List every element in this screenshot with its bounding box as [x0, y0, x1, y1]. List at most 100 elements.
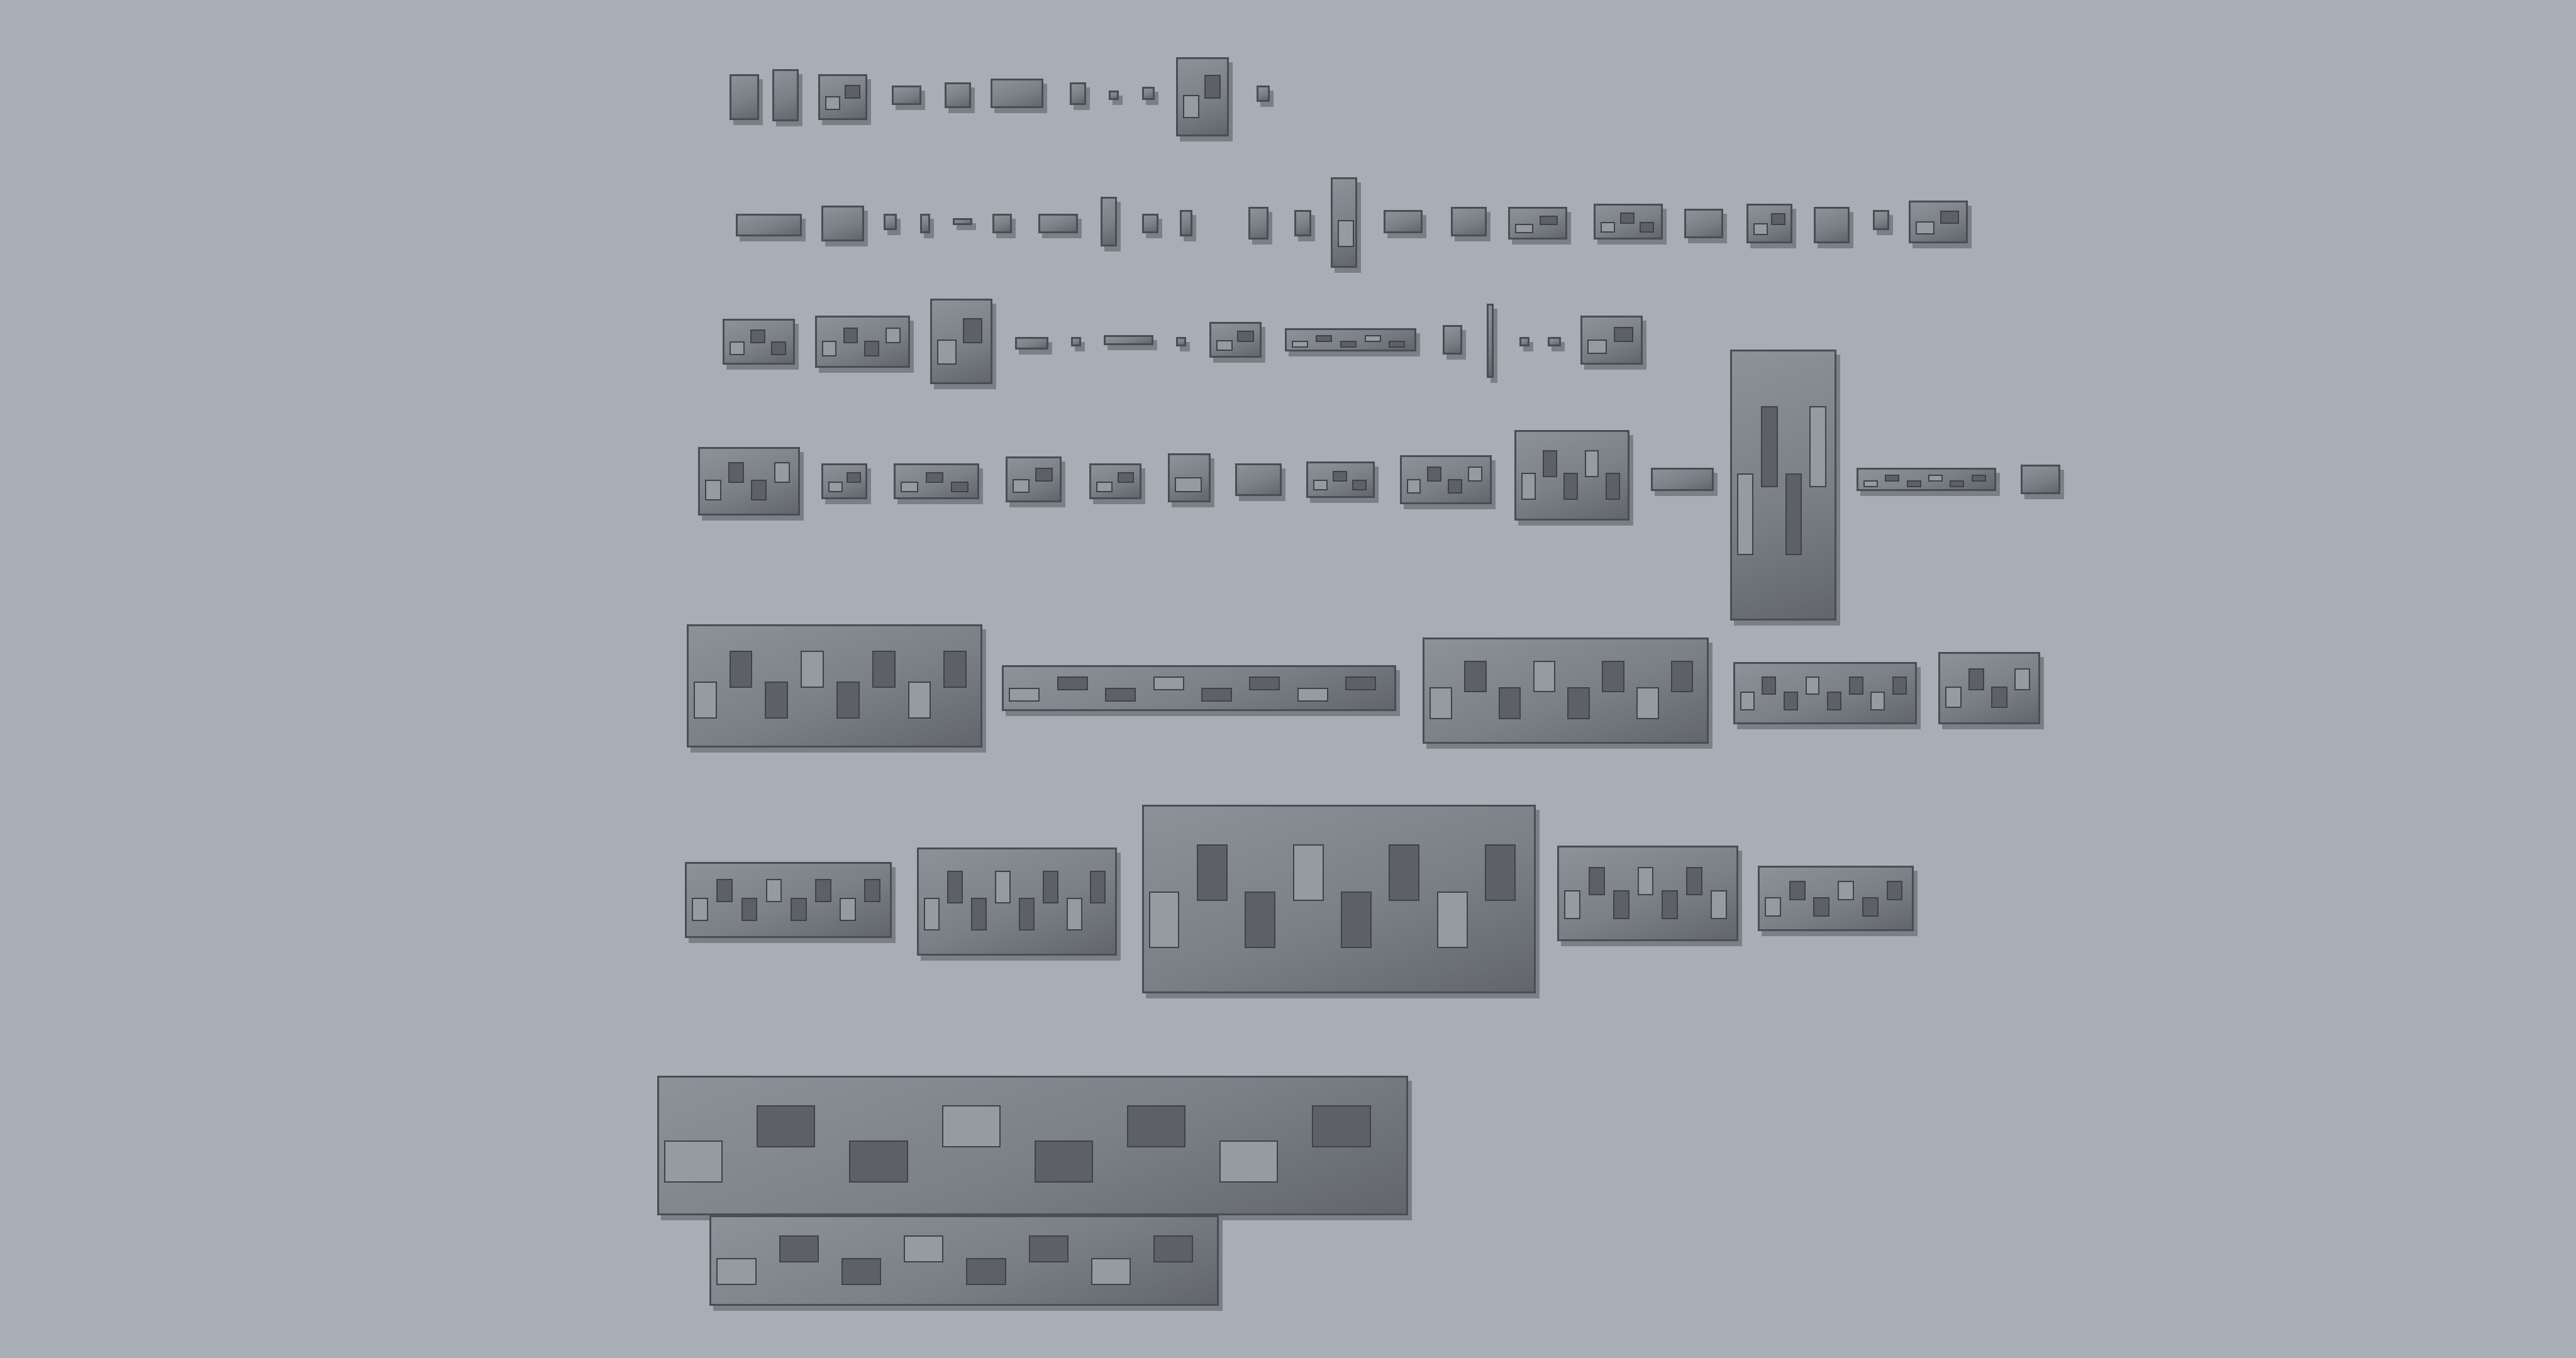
part-panel-detail	[1201, 687, 1232, 702]
part-panel-detail	[936, 339, 957, 365]
part-panel-detail	[1542, 450, 1557, 478]
part-panel-detail	[1175, 477, 1202, 492]
part-panel-detail	[1640, 221, 1655, 233]
part-panel-detail	[1950, 480, 1965, 487]
part-panel-detail	[693, 681, 717, 719]
part-panel-detail	[1906, 480, 1921, 487]
part-panel-detail	[716, 879, 733, 902]
part-panel-detail	[1686, 866, 1702, 896]
part-panel-detail	[947, 871, 963, 904]
kitbash-part	[1684, 208, 1724, 238]
kitbash-part	[1038, 213, 1078, 233]
kitbash-part	[818, 74, 868, 120]
part-panel-detail	[904, 1235, 944, 1262]
kitbash-part	[894, 463, 979, 500]
part-panel-detail	[864, 341, 880, 357]
kitbash-part	[1168, 453, 1211, 503]
part-panel-detail	[1740, 692, 1755, 711]
part-panel-detail	[901, 481, 919, 492]
kitbash-part	[1423, 637, 1709, 744]
part-panel-detail	[1762, 676, 1777, 695]
part-panel-detail	[941, 1105, 1001, 1148]
kitbash-part	[736, 213, 802, 237]
part-panel-detail	[1364, 334, 1381, 342]
part-panel-detail	[774, 462, 790, 483]
part-panel-detail	[801, 650, 824, 688]
part-panel-detail	[728, 462, 744, 483]
kitbash-part	[1257, 85, 1270, 102]
kitbash-part	[1294, 210, 1311, 237]
kitbash-part	[1101, 197, 1118, 246]
kitbash-part	[685, 862, 892, 938]
part-panel-detail	[730, 341, 745, 355]
kitbash-part	[1069, 82, 1086, 106]
part-panel-detail	[2014, 668, 2031, 690]
kitbash-part	[1109, 90, 1119, 101]
part-panel-detail	[1892, 676, 1907, 695]
part-panel-detail	[1337, 219, 1355, 247]
part-panel-detail	[1090, 871, 1106, 904]
kitbash-part	[1514, 430, 1630, 521]
part-panel-detail	[1885, 474, 1900, 482]
part-panel-detail	[1436, 892, 1468, 949]
part-panel-detail	[1971, 474, 1986, 482]
part-panel-detail	[908, 681, 931, 719]
kitbash-part	[1005, 456, 1062, 503]
part-panel-detail	[1297, 687, 1328, 702]
kitbash-part	[1176, 336, 1187, 347]
kitbash-part	[1856, 468, 1996, 492]
part-panel-detail	[1340, 892, 1372, 949]
part-panel-detail	[1316, 334, 1333, 342]
part-panel-detail	[1204, 75, 1221, 99]
kitbash-part	[814, 315, 911, 368]
part-panel-detail	[1584, 450, 1599, 478]
part-panel-detail	[1389, 340, 1406, 348]
kitbash-part	[1557, 846, 1738, 941]
part-panel-detail	[750, 329, 766, 344]
kitbash-part	[1909, 200, 1968, 243]
kitbash-part	[991, 79, 1043, 109]
part-panel-detail	[1620, 213, 1635, 224]
part-panel-detail	[1216, 340, 1233, 351]
part-panel-detail	[1447, 478, 1462, 494]
part-panel-detail	[1521, 473, 1536, 500]
part-panel-detail	[1710, 890, 1727, 919]
part-panel-detail	[1105, 687, 1136, 702]
part-panel-detail	[923, 898, 940, 931]
part-panel-detail	[963, 317, 983, 344]
part-panel-detail	[886, 328, 901, 344]
part-panel-detail	[1153, 1235, 1194, 1262]
kitbash-part	[945, 82, 971, 109]
part-panel-detail	[1589, 866, 1605, 896]
part-panel-detail	[1245, 892, 1276, 949]
kitbash-part	[1651, 468, 1714, 492]
part-panel-detail	[1249, 676, 1280, 690]
kitbash-part	[2021, 465, 2060, 495]
part-panel-detail	[1012, 479, 1030, 494]
part-panel-detail	[1345, 676, 1376, 690]
part-panel-detail	[815, 879, 831, 902]
part-panel-detail	[1406, 478, 1421, 494]
part-panel-detail	[1340, 340, 1357, 348]
part-panel-detail	[943, 650, 967, 688]
kitbash-part	[1487, 304, 1494, 378]
kitbash-part	[919, 213, 930, 233]
part-panel-detail	[1670, 660, 1694, 693]
part-panel-detail	[765, 879, 782, 902]
part-panel-detail	[1312, 1105, 1371, 1148]
part-panel-detail	[1127, 1105, 1186, 1148]
part-panel-detail	[995, 871, 1011, 904]
part-panel-detail	[1838, 880, 1855, 900]
kitbash-part	[1330, 177, 1357, 268]
part-panel-detail	[1613, 890, 1629, 919]
kitbash-part	[821, 205, 865, 241]
kitbash-part	[1284, 328, 1416, 351]
part-panel-detail	[790, 898, 807, 921]
part-panel-detail	[1352, 479, 1367, 491]
part-panel-detail	[1827, 692, 1842, 711]
part-panel-detail	[1637, 866, 1654, 896]
part-panel-detail	[1430, 687, 1452, 719]
part-panel-detail	[1498, 687, 1521, 719]
part-panel-detail	[836, 681, 860, 719]
